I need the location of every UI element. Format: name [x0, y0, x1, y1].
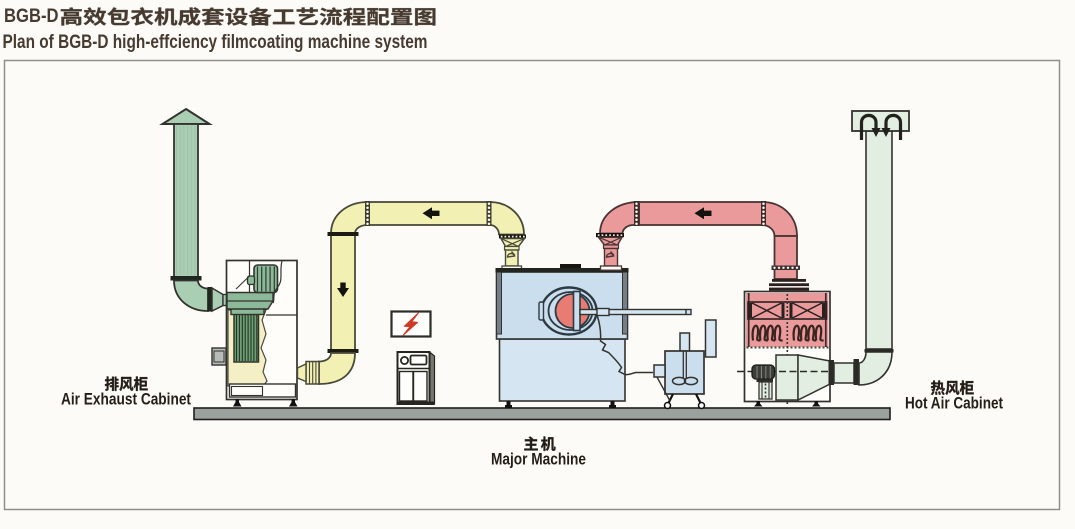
svg-text:BGB-D: BGB-D — [4, 5, 59, 27]
svg-text:Major Machine: Major Machine — [491, 451, 586, 469]
svg-text:Plan of BGB-D high-effciency f: Plan of BGB-D high-effciency filmcoating… — [3, 31, 428, 53]
svg-text:Air Exhaust Cabinet: Air Exhaust Cabinet — [61, 390, 191, 408]
svg-text:Hot Air Cabinet: Hot Air Cabinet — [905, 395, 1003, 413]
